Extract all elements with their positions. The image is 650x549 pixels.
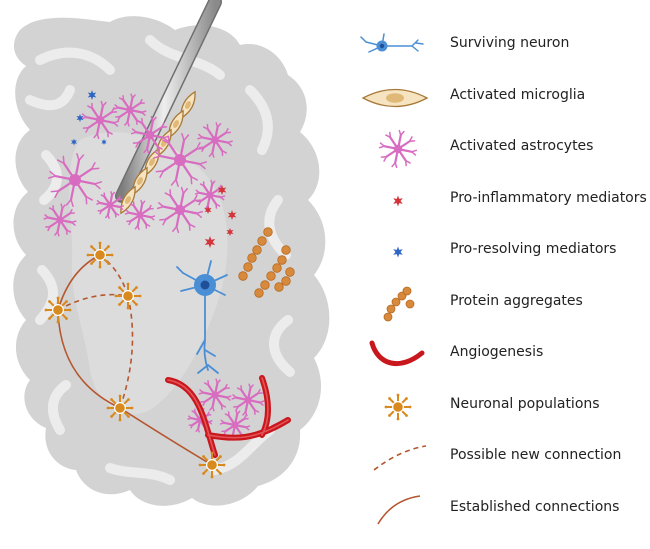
legend-label: Pro-resolving mediators	[450, 241, 617, 257]
legend-item-proresolving: Pro-resolving mediators	[360, 226, 650, 278]
pro-inflammatory-mediator	[226, 228, 234, 236]
legend-label: Activated microglia	[450, 86, 586, 103]
legend-label: Protein aggregates	[450, 292, 583, 309]
activated-astrocyte	[96, 191, 124, 219]
neuronal-population	[86, 241, 114, 269]
activated-microglia	[144, 147, 160, 177]
possible-connection	[119, 295, 134, 409]
legend-item-aggregates: Protein aggregates	[360, 278, 650, 330]
neuronal-population	[44, 296, 72, 324]
neuronal-population	[198, 451, 226, 479]
protein-aggregates-icon	[383, 286, 415, 321]
legend-label: Pro-inflammatory mediators	[450, 189, 647, 206]
legend-label: Surviving neuron	[450, 35, 570, 51]
activated-microglia	[168, 109, 184, 139]
legend-item-angiogenesis: Angiogenesis	[360, 329, 650, 381]
possible-connection-icon	[373, 445, 427, 471]
established-connection	[119, 407, 213, 466]
legend-item-possible: Possible new connection	[360, 432, 650, 484]
electrode-probe	[115, 0, 222, 203]
activated-astrocyte	[197, 122, 233, 158]
established-connection	[57, 254, 101, 311]
angiogenesis-icon	[369, 340, 425, 366]
legend-label: Activated astrocytes	[450, 138, 594, 154]
activated-astrocyte	[124, 199, 156, 231]
surviving-neuron-central	[176, 260, 228, 374]
legend-item-proinflammatory: Pro-inflammatory mediators	[360, 175, 650, 227]
possible-connection-icon	[373, 445, 427, 471]
activated-astrocyte	[152, 132, 208, 188]
pro-resolving-mediator	[76, 114, 84, 122]
legend-item-established: Established connections	[360, 484, 650, 536]
activated-microglia-icon	[361, 88, 429, 107]
pro-inflammatory-mediator	[227, 210, 237, 220]
activated-astrocyte-icon	[378, 129, 418, 169]
protein-aggregates-icon	[383, 286, 415, 321]
pro-inflammatory-mediator-icon	[393, 195, 403, 206]
pro-inflammatory-mediator	[204, 206, 212, 214]
activated-astrocyte	[47, 152, 103, 208]
activated-astrocyte	[130, 115, 170, 155]
blood-vessel	[165, 375, 291, 458]
activated-astrocyte-icon	[378, 129, 418, 169]
pro-resolving-mediator-icon	[393, 246, 403, 258]
activated-microglia	[132, 166, 148, 196]
established-connection-icon	[377, 494, 421, 524]
legend-item-microglia: Activated microglia	[360, 72, 650, 124]
neuronal-population	[106, 394, 134, 422]
activated-astrocyte	[194, 179, 226, 211]
established-connection	[57, 309, 121, 409]
legend-label: Neuronal populations	[450, 395, 600, 412]
activated-astrocyte	[113, 93, 147, 127]
protein-aggregate	[254, 245, 291, 298]
activated-microglia	[120, 185, 136, 215]
protein-aggregate	[238, 227, 273, 281]
angiogenesis-icon	[369, 340, 425, 366]
activated-astrocyte	[43, 203, 77, 237]
neuronal-population	[114, 282, 142, 310]
neuronal-population-icon	[384, 393, 412, 420]
established-connection-icon	[377, 494, 421, 524]
surviving-neuron-icon	[360, 33, 424, 53]
activated-astrocyte	[156, 186, 204, 234]
pro-resolving-mediator	[87, 90, 97, 100]
activated-astrocyte	[80, 100, 120, 140]
activated-microglia	[180, 90, 196, 120]
legend-item-astrocyte: Activated astrocytes	[360, 123, 650, 175]
neuronal-population-icon	[384, 393, 412, 420]
activated-astrocyte	[198, 378, 232, 412]
pro-resolving-mediator-icon	[393, 246, 403, 258]
legend-label: Angiogenesis	[450, 344, 544, 360]
legend-item-populations: Neuronal populations	[360, 381, 650, 433]
surviving-neuron-icon	[360, 33, 424, 53]
legend-item-neuron: Surviving neuron	[360, 20, 650, 72]
activated-microglia-icon	[361, 88, 429, 107]
protein-aggregate	[274, 267, 295, 292]
activated-astrocyte	[231, 383, 265, 417]
pro-inflammatory-mediator	[204, 236, 216, 248]
legend-label: Possible new connection	[450, 447, 622, 463]
legend-label: Established connections	[450, 498, 620, 515]
pro-resolving-mediator	[101, 139, 107, 145]
pro-resolving-mediator	[71, 138, 77, 146]
pro-inflammatory-mediator-icon	[393, 195, 403, 206]
pro-inflammatory-mediator	[217, 185, 227, 195]
